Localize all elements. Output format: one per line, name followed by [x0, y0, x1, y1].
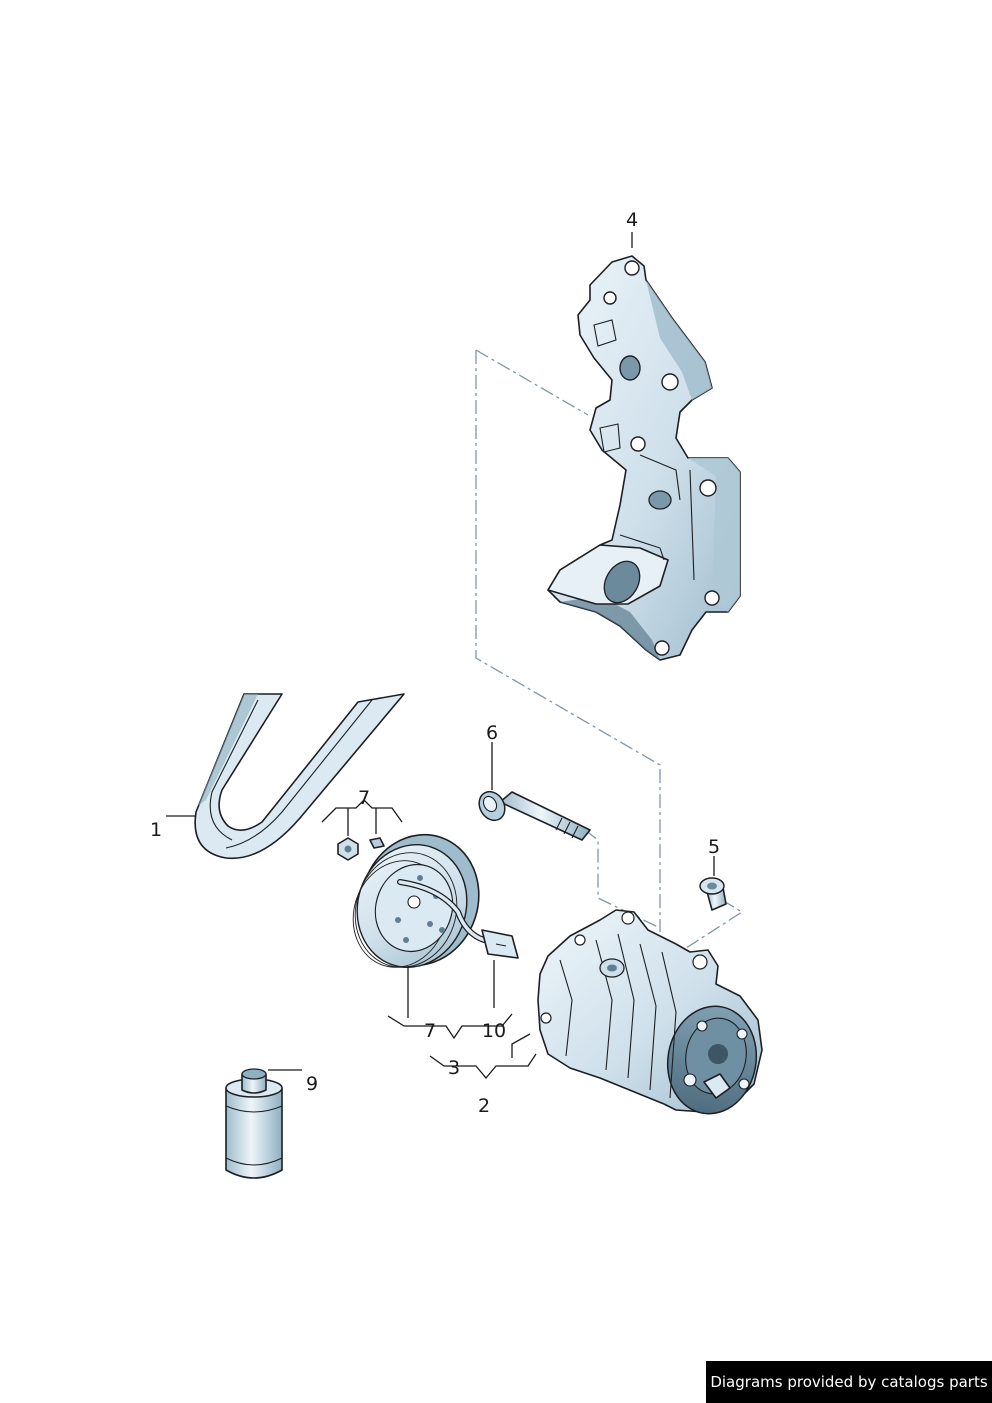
callout-labels: 4 1 6 7 5 7 10 3 2 9	[150, 209, 720, 1117]
clutch-pulley	[352, 833, 480, 968]
callout-6: 6	[486, 722, 498, 744]
callout-5: 5	[708, 836, 720, 858]
callout-7-bottom: 7	[424, 1020, 436, 1042]
callout-10: 10	[482, 1020, 506, 1042]
callout-2: 2	[478, 1095, 490, 1117]
bushing	[699, 877, 727, 911]
drive-belt	[194, 693, 405, 860]
mounting-bracket	[547, 255, 741, 661]
callout-1: 1	[150, 819, 162, 841]
hex-nut	[337, 837, 359, 861]
callout-4: 4	[626, 209, 638, 231]
mounting-bolt	[478, 790, 591, 841]
ac-compressor	[537, 909, 763, 1115]
callout-7-top: 7	[358, 787, 370, 809]
woodruff-key	[369, 837, 385, 849]
credit-banner: Diagrams provided by catalogs parts	[706, 1361, 992, 1403]
leader-lines	[166, 232, 715, 1080]
wire-connector	[481, 929, 519, 959]
callout-9: 9	[306, 1073, 318, 1095]
callout-3: 3	[448, 1057, 460, 1079]
oil-can	[225, 1068, 283, 1179]
clutch-wire	[397, 879, 487, 943]
